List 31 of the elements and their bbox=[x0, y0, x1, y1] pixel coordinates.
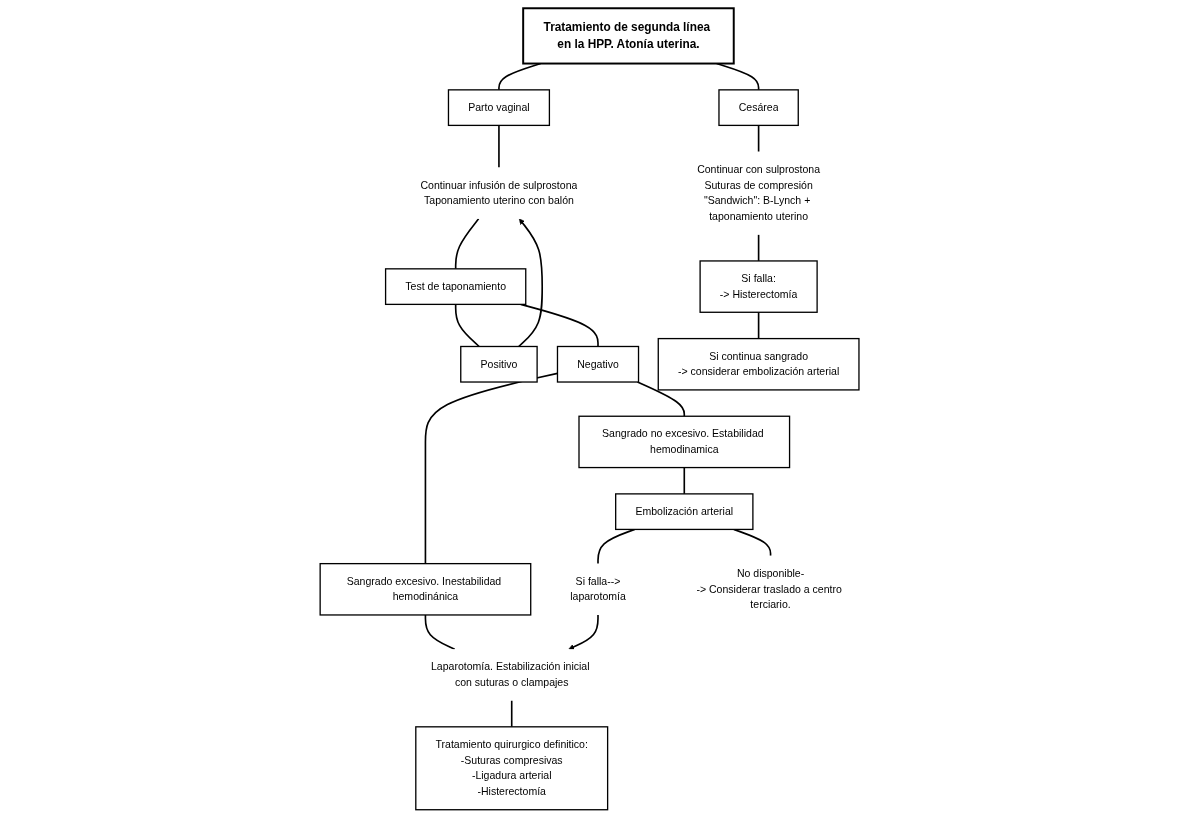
connector bbox=[498, 124, 500, 169]
connector bbox=[683, 466, 686, 495]
node-text: No disponible- -> Considerar traslado a centro terciario. bbox=[696, 567, 842, 611]
connector bbox=[454, 303, 480, 348]
node-box: Parto vaginal bbox=[447, 89, 551, 127]
node-box: Sangrado no excesivo. Estabilidad hemodinamica bbox=[578, 415, 791, 469]
node-box: Si falla: -> Histerectomía bbox=[699, 260, 818, 313]
node-box: Tratamiento quirurgico definitico: -Suturas compresivas -Ligadura arterial -Histerectomía bbox=[415, 726, 609, 811]
node-text: Continuar infusión de sulprostona Taponamiento uterino con balón bbox=[420, 179, 578, 207]
node-box: Positivo bbox=[460, 345, 538, 383]
connector bbox=[424, 614, 456, 650]
connector bbox=[510, 699, 513, 728]
node-box: Test de taponamiento bbox=[384, 268, 527, 306]
arrow bbox=[517, 218, 544, 348]
connector bbox=[757, 311, 760, 340]
node-text: Laparotomía. Estabilización inicial con suturas o clampajes bbox=[430, 661, 590, 688]
connector bbox=[636, 381, 686, 418]
node-box: Si continua sangrado -> considerar embolización arterial bbox=[657, 337, 860, 391]
node-box: Negativo bbox=[556, 345, 640, 383]
node-box: Cesárea bbox=[718, 89, 799, 127]
node-text: Continuar con sulprostona Suturas de compresión "Sandwich": B-Lynch + taponamiento uterino bbox=[697, 163, 821, 223]
connector bbox=[757, 233, 760, 262]
node-box: Tratamiento de segunda línea en la HPP. Atonía uterina. bbox=[522, 7, 735, 65]
node-box: Sangrado excesivo. Inestabilidad hemodinánica bbox=[319, 563, 532, 616]
connector bbox=[597, 528, 636, 565]
arrow bbox=[568, 614, 599, 650]
connector bbox=[757, 124, 760, 153]
connector bbox=[454, 218, 480, 270]
node-box: Embolización arterial bbox=[615, 493, 754, 531]
connector bbox=[733, 528, 772, 557]
node-text: Si falla--> laparotomía bbox=[570, 575, 626, 603]
